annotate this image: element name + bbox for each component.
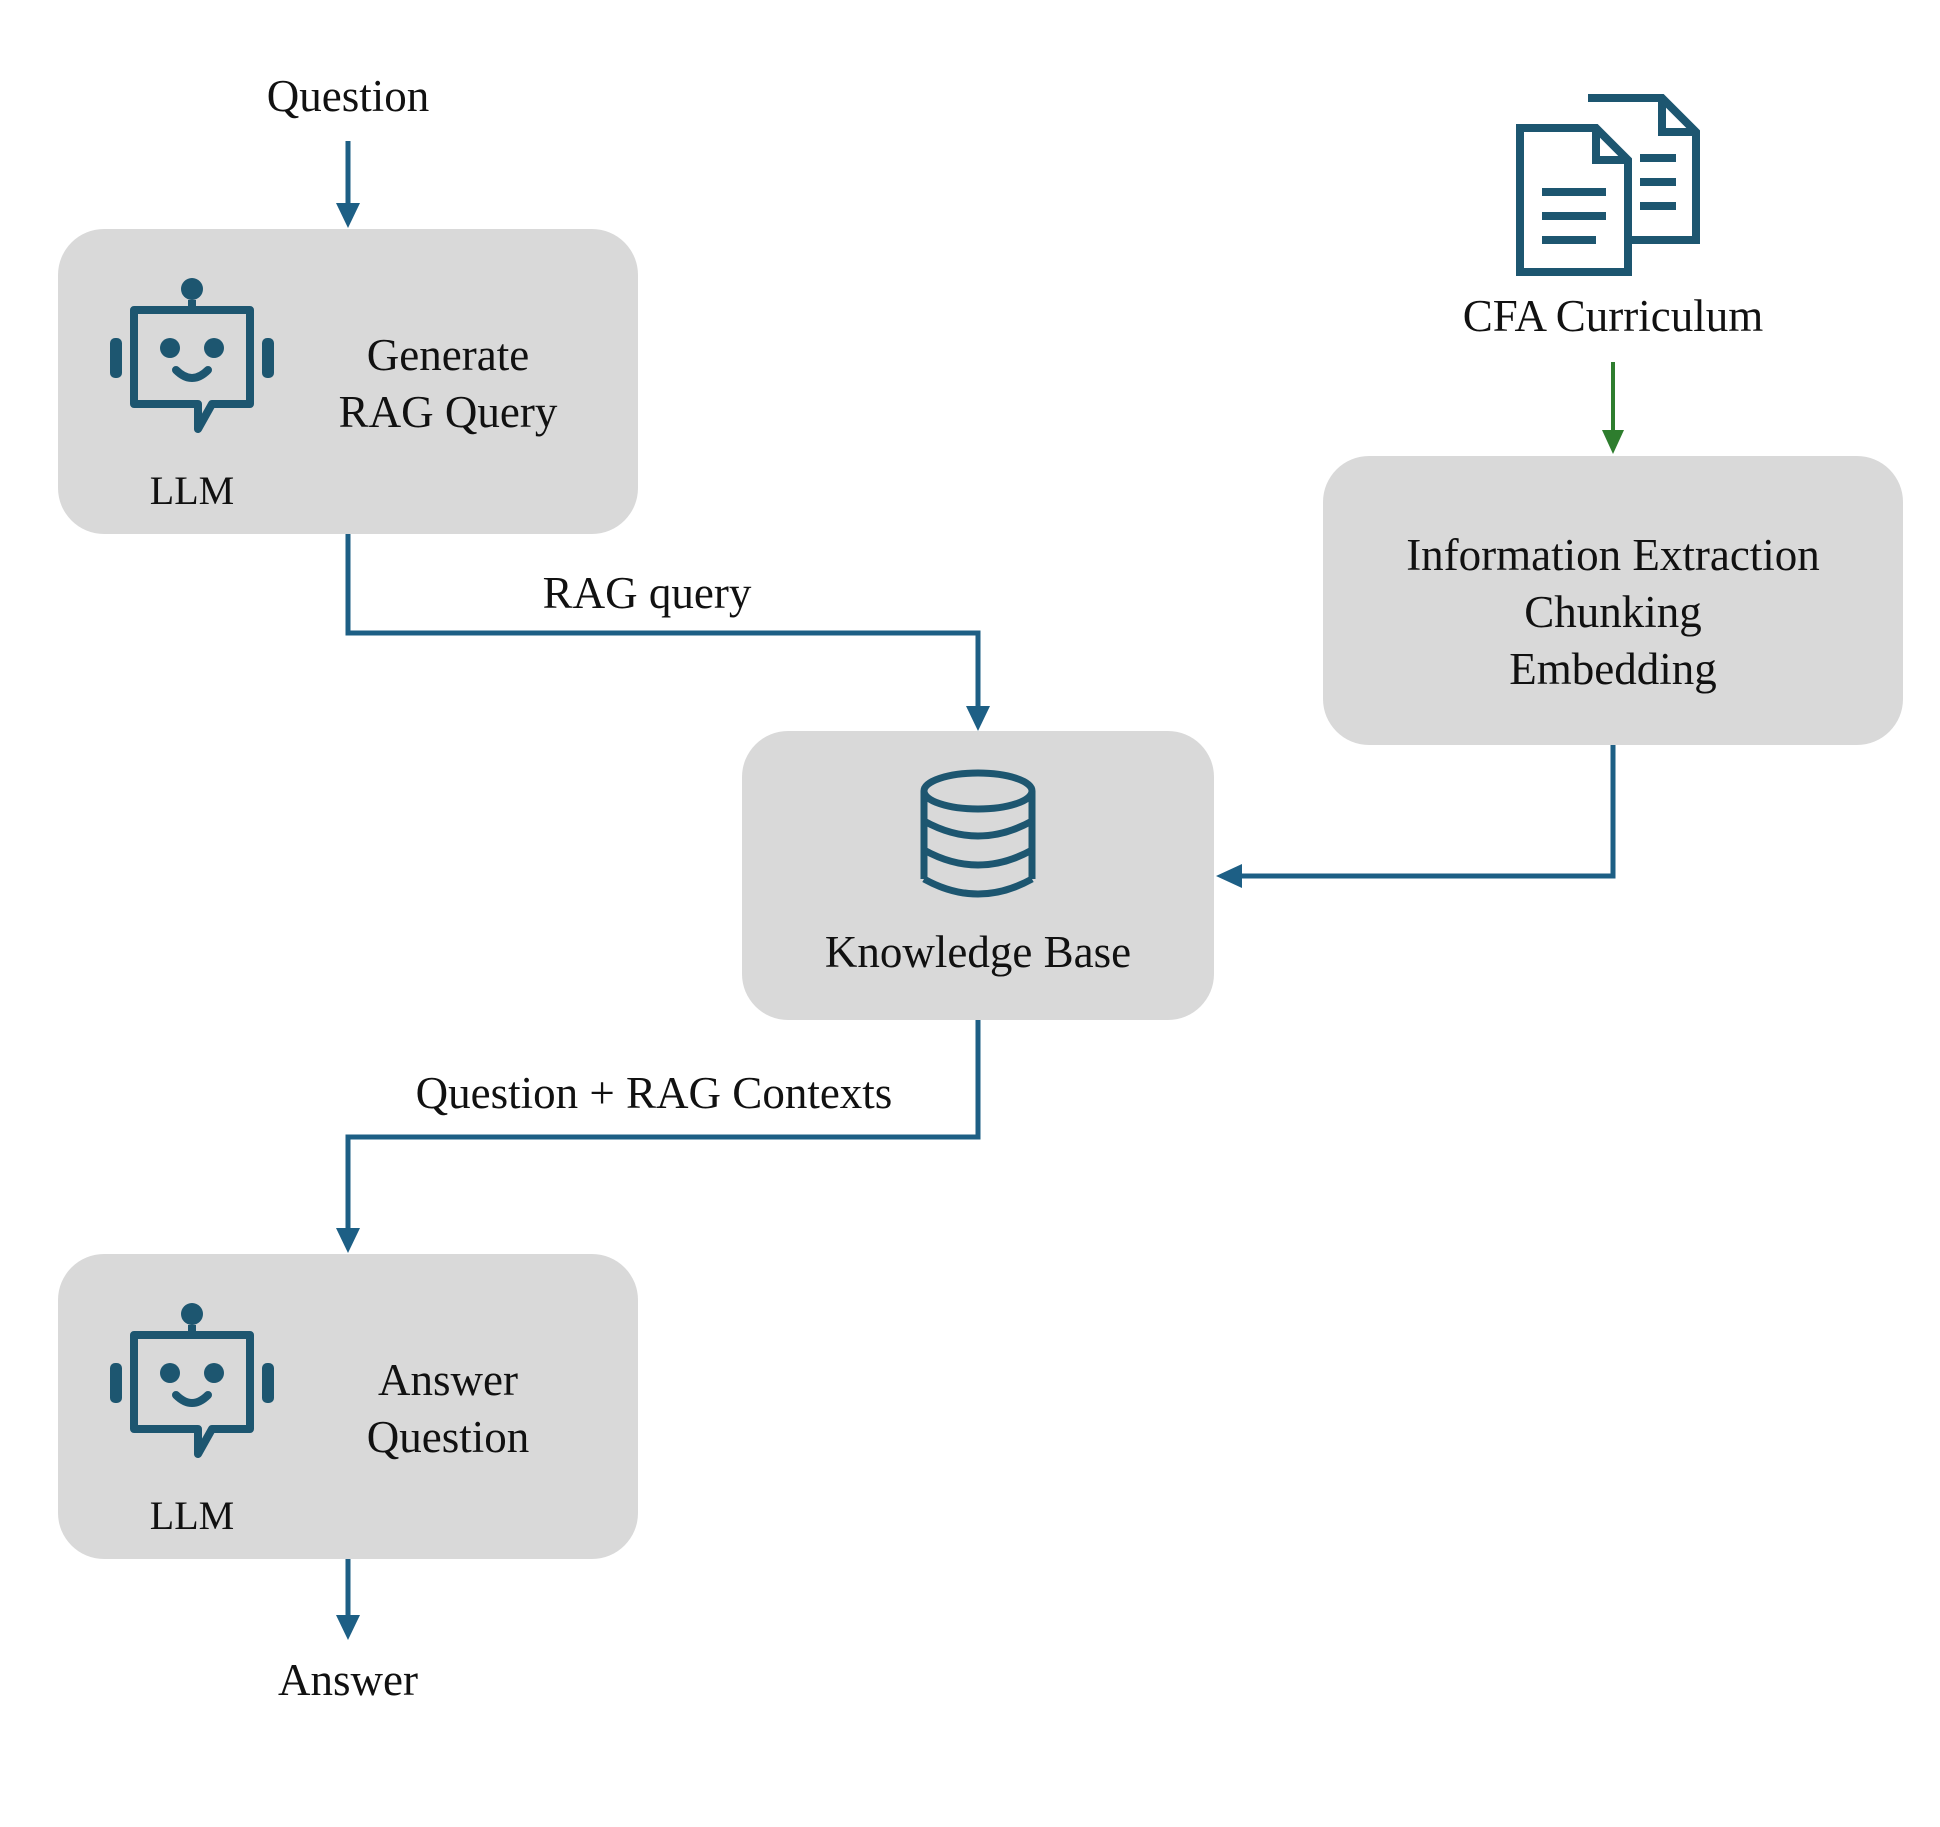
database-icon xyxy=(920,769,1036,898)
generate-query-line1: Generate xyxy=(366,330,530,380)
generate-query-llm-caption: LLM xyxy=(149,468,235,513)
generate-query-box xyxy=(58,229,638,534)
answer-question-line1: Answer xyxy=(378,1355,518,1405)
robot-chat-icon xyxy=(110,278,274,433)
question-context-edge-label: Question + RAG Contexts xyxy=(415,1068,893,1118)
arrow-curriculum-to-processing xyxy=(1602,362,1624,454)
knowledge-base-label: Knowledge Base xyxy=(824,927,1132,977)
rag-query-edge-label: RAG query xyxy=(542,568,752,618)
robot-chat-icon xyxy=(110,1303,274,1458)
arrow-knowledge-base-to-answer xyxy=(336,1020,981,1253)
arrow-processing-to-knowledge-base xyxy=(1216,745,1616,888)
knowledge-base-box xyxy=(742,731,1214,1020)
answer-question-llm-caption: LLM xyxy=(149,1493,235,1538)
processing-line3: Embedding xyxy=(1509,644,1717,694)
answer-question-box xyxy=(58,1254,638,1559)
processing-box xyxy=(1323,456,1903,745)
generate-query-line2: RAG Query xyxy=(338,387,558,437)
question-input-label: Question xyxy=(266,71,430,121)
arrow-question-to-generate xyxy=(336,141,360,228)
processing-line1: Information Extraction xyxy=(1406,530,1820,580)
cfa-curriculum-label: CFA Curriculum xyxy=(1462,291,1764,341)
answer-output-label: Answer xyxy=(278,1655,418,1705)
arrow-rag-query-to-knowledge-base xyxy=(345,534,990,731)
processing-line2: Chunking xyxy=(1524,587,1702,637)
documents-icon xyxy=(1516,94,1700,276)
arrow-answer-output xyxy=(336,1559,360,1640)
answer-question-line2: Question xyxy=(366,1412,530,1462)
